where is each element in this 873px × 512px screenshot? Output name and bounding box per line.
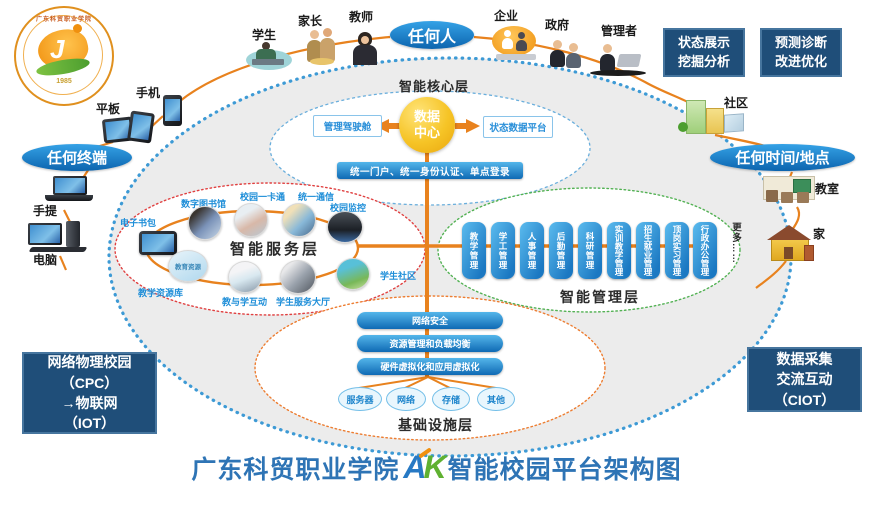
anyone-badge: 任何人	[390, 21, 474, 49]
cloud-icon-text: 教育资源	[175, 264, 201, 271]
management-more-label: 更多……	[730, 222, 741, 264]
home-label: 家	[813, 227, 826, 241]
service-icon-surveillance	[327, 211, 363, 243]
service-icon-student-community	[336, 258, 370, 290]
infra-node-server: 服务器	[338, 387, 382, 411]
seal-inner-ring	[23, 15, 103, 95]
seal-year: 1985	[56, 78, 72, 85]
desktop-label: 电脑	[33, 253, 58, 267]
status-analysis-box: 状态展示 挖掘分析	[663, 28, 745, 77]
virtualization-fan-lines	[358, 376, 497, 389]
service-label-unified-comm: 统一通信	[298, 192, 335, 202]
phone-label: 手机	[136, 86, 161, 100]
footer-diagram-title: 智能校园平台架构图	[447, 455, 682, 484]
cpc-iot-box: 网络物理校园 （CPC） →物联网 （IOT）	[22, 352, 157, 434]
management-column: 后勤管理	[549, 222, 573, 279]
school-seal-logo: 广东科贸职业学院 J 1985	[14, 6, 114, 106]
seal-dot	[73, 24, 82, 33]
predict-optimize-box: 预测诊断 改进优化	[760, 28, 842, 77]
tablet-label: 平板	[96, 102, 121, 116]
laptop-icon	[45, 176, 93, 202]
data-center-circle: 数据 中心	[399, 97, 455, 153]
sso-portal-bar: 统一门户、统一身份认证、单点登录	[337, 162, 523, 179]
classroom-label: 教室	[815, 182, 840, 196]
management-cockpit-box: 管理驾驶舱	[313, 115, 382, 137]
infra-node-other: 其他	[477, 387, 515, 411]
parent-icon	[306, 28, 336, 66]
student-icon	[246, 42, 292, 70]
service-icon-unified-comm	[282, 203, 316, 237]
service-label-resource-lib: 教学资源库	[138, 288, 184, 298]
diagram-footer: 广东科贸职业学院 AK 智能校园平台架构图	[0, 447, 873, 486]
management-layer-title: 智能管理层	[560, 289, 640, 305]
service-label-service-hall: 学生服务大厅	[276, 297, 331, 307]
infra-node-network: 网络	[386, 387, 426, 411]
service-icon-interaction	[228, 261, 262, 293]
ciot-box: 数据采集 交流互动 （CIOT）	[747, 347, 862, 412]
teacher-icon	[351, 32, 379, 65]
infra-bar-resource-loadbalance: 资源管理和负载均衡	[357, 335, 503, 352]
management-column: 学工管理	[491, 222, 515, 279]
service-label-student-community: 学生社区	[380, 271, 417, 281]
seal-arc-text: 广东科贸职业学院	[35, 17, 92, 23]
management-column: 实训教学管理	[607, 222, 631, 279]
service-icon-digital-library	[188, 206, 222, 240]
service-label-interaction: 教与学互动	[222, 297, 268, 307]
service-icon-onecard	[234, 203, 268, 237]
enterprise-icon	[490, 24, 540, 62]
laptop-label: 手提	[33, 204, 58, 218]
any-terminal-badge: 任何终端	[22, 144, 132, 171]
phone-icon	[163, 95, 182, 126]
seal-monogram: J	[50, 34, 65, 64]
management-column: 人事管理	[520, 222, 544, 279]
manager-label: 管理者	[601, 24, 638, 38]
management-column: 科研管理	[578, 222, 602, 279]
service-icon-ebag	[139, 231, 177, 255]
infra-bar-network-security: 网络安全	[357, 312, 503, 329]
management-column: 顶岗实习管理	[665, 222, 689, 279]
service-icon-service-hall	[280, 260, 316, 294]
service-label-surveillance: 校园监控	[330, 203, 367, 213]
any-time-place-badge: 任何时间/地点	[710, 144, 855, 171]
classroom-icon	[763, 176, 815, 207]
government-label: 政府	[545, 18, 570, 32]
infrastructure-layer-title: 基础设施层	[398, 417, 473, 433]
status-data-platform-box: 状态数据平台	[483, 116, 553, 138]
ak-logo: AK	[403, 447, 447, 485]
service-label-digital-library: 数字图书馆	[181, 199, 227, 209]
community-icon	[678, 100, 744, 136]
management-column: 教学管理	[462, 222, 486, 279]
student-label: 学生	[252, 28, 277, 42]
enterprise-label: 企业	[494, 9, 519, 23]
management-column: 招生就业管理	[636, 222, 660, 279]
footer-school-name: 广东科贸职业学院	[191, 455, 400, 484]
government-icon	[548, 40, 588, 68]
home-icon	[767, 225, 814, 261]
service-label-ebag: 电子书包	[120, 218, 157, 228]
parent-label: 家长	[298, 14, 323, 28]
tablet-icon	[101, 110, 155, 145]
service-label-onecard: 校园一卡通	[240, 192, 286, 202]
core-layer-title: 智能核心层	[399, 79, 470, 94]
manager-icon	[590, 44, 646, 76]
community-label: 社区	[724, 96, 749, 110]
infra-bar-virtualization: 硬件虚拟化和应用虚拟化	[357, 358, 503, 375]
teacher-label: 教师	[349, 10, 374, 24]
management-column: 行政办公管理	[693, 222, 717, 279]
service-layer-title: 智能服务层	[230, 241, 321, 258]
desktop-icon	[28, 221, 92, 253]
service-icon-resource-lib: 教育资源	[168, 250, 208, 282]
infra-node-storage: 存储	[432, 387, 470, 411]
